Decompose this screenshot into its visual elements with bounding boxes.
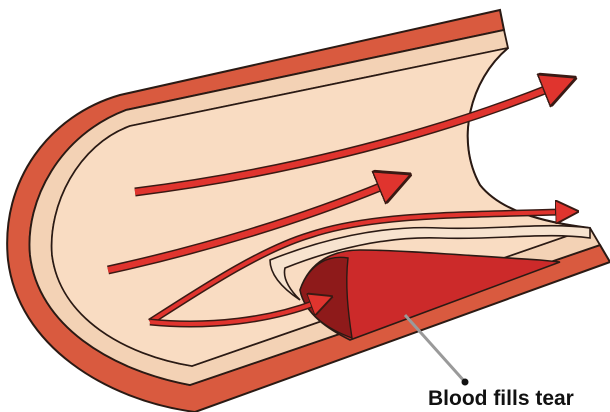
blood-fills-tear-label: Blood fills tear — [428, 387, 574, 410]
label-pointer-dot — [462, 379, 469, 386]
